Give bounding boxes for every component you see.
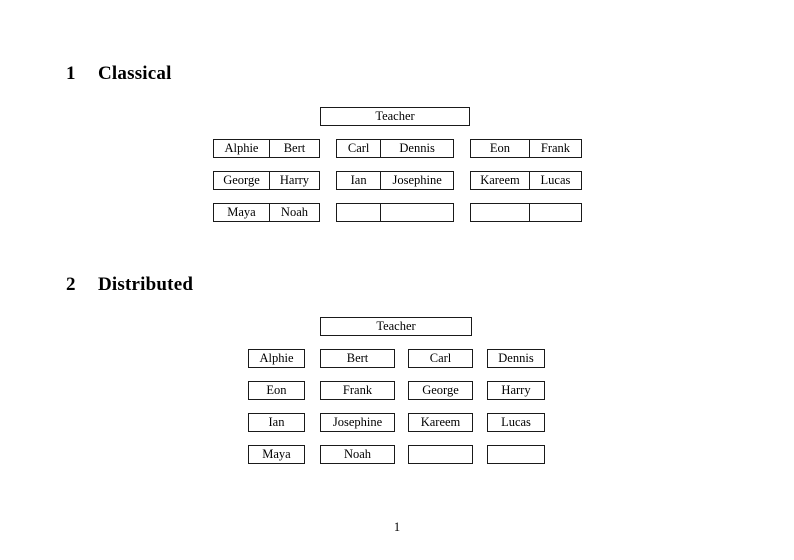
distributed-empty-box [487,445,545,464]
classical-group-row: Alphie Bert [213,139,320,158]
section-number: 1 [66,63,76,84]
distributed-student-box: Eon [248,381,305,400]
classical-empty-cell [337,204,380,221]
distributed-student-box: Frank [320,381,395,400]
distributed-teacher-box: Teacher [320,317,472,336]
distributed-student-box: Lucas [487,413,545,432]
classical-student-cell: Alphie [224,141,259,156]
distributed-student-box: Bert [320,349,395,368]
classical-empty-cell [471,204,529,221]
classical-student-cell: George [223,173,260,188]
distributed-student-box: Alphie [248,349,305,368]
classical-group-row: Carl Dennis [336,139,454,158]
classical-group-row: Eon Frank [470,139,582,158]
classical-teacher-label: Teacher [375,109,415,124]
section-title: Distributed [98,274,194,295]
classical-student-cell: Harry [268,172,319,189]
distributed-student-box: Harry [487,381,545,400]
distributed-empty-box [408,445,473,464]
classical-student-cell: Eon [489,141,511,156]
classical-empty-cell [380,204,453,221]
classical-student-cell: Kareem [480,173,520,188]
distributed-student-box: Ian [248,413,305,432]
classical-group-row [336,203,454,222]
distributed-student-box: Maya [248,445,305,464]
distributed-student-box: Carl [408,349,473,368]
classical-student-cell: Frank [528,140,581,157]
section-title: Classical [98,63,172,84]
classical-student-cell: Dennis [380,140,453,157]
section-heading-distributed: 2 Distributed [66,274,193,296]
classical-student-cell: Josephine [380,172,453,189]
section-number: 2 [66,274,76,295]
page-number: 1 [393,520,401,534]
classical-teacher-box: Teacher [320,107,470,126]
distributed-student-box: Noah [320,445,395,464]
classical-group-row: Ian Josephine [336,171,454,190]
classical-student-cell: Bert [268,140,319,157]
distributed-student-box: George [408,381,473,400]
distributed-student-box: Josephine [320,413,395,432]
classical-group-row: Kareem Lucas [470,171,582,190]
classical-empty-cell [528,204,581,221]
classical-student-cell: Ian [350,173,367,188]
distributed-student-box: Dennis [487,349,545,368]
distributed-student-box: Kareem [408,413,473,432]
classical-group-row: George Harry [213,171,320,190]
classical-student-cell: Maya [227,205,256,220]
classical-group-row: Maya Noah [213,203,320,222]
section-heading-classical: 1 Classical [66,63,172,85]
classical-student-cell: Lucas [528,172,581,189]
classical-group-row [470,203,582,222]
classical-student-cell: Noah [268,204,319,221]
distributed-teacher-label: Teacher [376,319,416,334]
classical-student-cell: Carl [347,141,370,156]
